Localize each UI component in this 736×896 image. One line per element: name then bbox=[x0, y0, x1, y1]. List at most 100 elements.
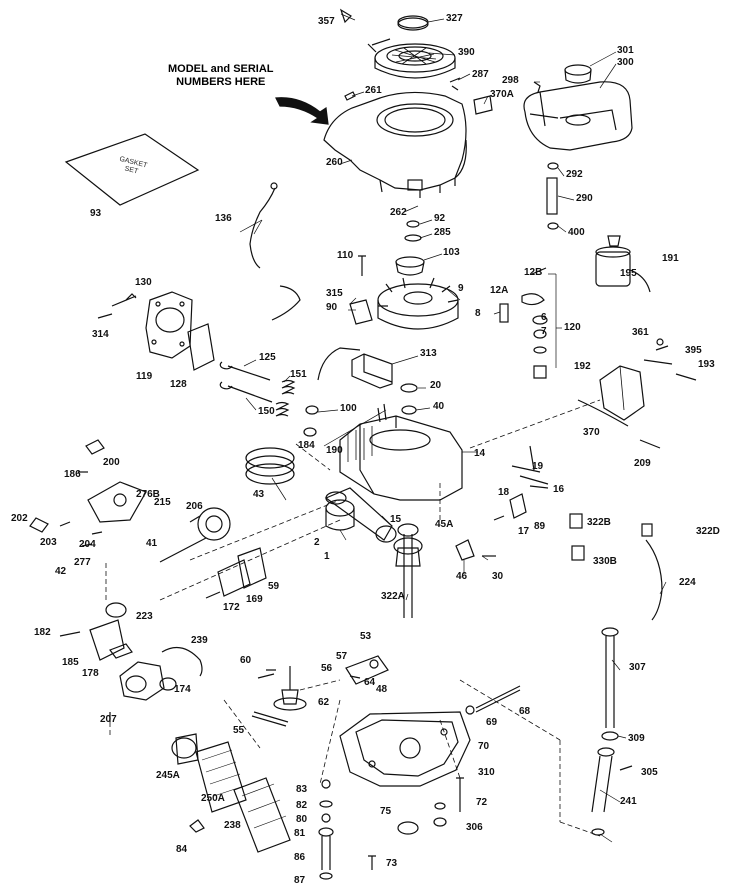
screws-202-203 bbox=[81, 531, 103, 547]
part-number-label: 169 bbox=[246, 594, 263, 605]
wire-315 bbox=[271, 285, 301, 321]
valve-128 bbox=[219, 361, 271, 381]
washer-92 bbox=[404, 234, 422, 242]
part-number-label: 285 bbox=[434, 227, 451, 238]
gear-82 bbox=[318, 827, 334, 837]
cylinder-block-1 bbox=[339, 415, 463, 501]
governor-spring-192 bbox=[577, 399, 629, 427]
part-number-label: 185 bbox=[62, 657, 79, 668]
part-number-label: 182 bbox=[34, 627, 51, 638]
spring-193 bbox=[639, 439, 661, 449]
screw-86 bbox=[368, 855, 376, 870]
part-number-label: 327 bbox=[446, 13, 463, 24]
rewind-starter-390 bbox=[367, 38, 456, 79]
part-number-label: 59 bbox=[268, 581, 280, 592]
part-number-label: 42 bbox=[55, 566, 67, 577]
part-number-label: 70 bbox=[478, 741, 490, 752]
screw-223 bbox=[59, 631, 81, 637]
part-number-label: 125 bbox=[259, 352, 276, 363]
part-number-label: 16 bbox=[553, 484, 565, 495]
part-number-label: 357 bbox=[318, 16, 335, 27]
screw-287 bbox=[449, 77, 461, 91]
gasket-206 bbox=[59, 521, 71, 527]
cap-327 bbox=[397, 15, 429, 31]
part-number-label: 310 bbox=[478, 767, 495, 778]
part-number-label: 206 bbox=[186, 501, 203, 512]
decal-357 bbox=[339, 8, 352, 24]
spring-6 bbox=[533, 329, 547, 339]
bolt-87 bbox=[456, 777, 464, 812]
bowl-239 bbox=[159, 677, 177, 691]
governor-rod-14 bbox=[511, 465, 549, 485]
part-number-label: 12A bbox=[490, 285, 509, 296]
part-number-label: 17 bbox=[518, 526, 530, 537]
terminal-322D bbox=[571, 545, 585, 561]
part-215 bbox=[29, 517, 49, 533]
washer-8 bbox=[532, 315, 548, 325]
part-number-label: 186 bbox=[64, 469, 81, 480]
part-number-label: 300 bbox=[617, 57, 634, 68]
part-number-label: 68 bbox=[519, 706, 531, 717]
screw-298 bbox=[533, 81, 541, 93]
part-number-label: 60 bbox=[240, 655, 252, 666]
model-serial-note: MODEL and SERIAL NUMBERS HERE bbox=[168, 63, 274, 88]
seal-313 bbox=[400, 383, 418, 393]
ignition-module-100 bbox=[351, 353, 393, 389]
screw-174 bbox=[205, 591, 221, 599]
part-number-label: 20 bbox=[430, 380, 442, 391]
dipstick-tube-305 bbox=[591, 747, 615, 813]
nut-194 bbox=[656, 338, 664, 346]
part-number-label: 110 bbox=[337, 250, 354, 261]
part-number-label: 195 bbox=[620, 268, 637, 279]
lever-190 bbox=[643, 345, 673, 365]
ground-wire-110 bbox=[249, 187, 276, 269]
ignition-lead bbox=[317, 347, 361, 381]
seal-20 bbox=[401, 405, 417, 415]
starter-cup-285 bbox=[395, 256, 425, 276]
part-number-label: 151 bbox=[290, 369, 307, 380]
part-number-label: 223 bbox=[136, 611, 153, 622]
screw-277 bbox=[159, 537, 207, 563]
part-number-label: 178 bbox=[82, 668, 99, 679]
part-number-label: 209 bbox=[634, 458, 651, 469]
retainer-151b bbox=[303, 427, 317, 437]
part-number-label: 313 bbox=[420, 348, 437, 359]
part-number-label: 43 bbox=[253, 489, 265, 500]
part-number-label: 9 bbox=[458, 283, 464, 294]
part-number-label: 370A bbox=[490, 89, 514, 100]
part-number-label: 103 bbox=[443, 247, 460, 258]
part-number-label: 395 bbox=[685, 345, 702, 356]
model-arrow bbox=[275, 97, 329, 125]
breather-40 bbox=[377, 403, 387, 423]
oil-seal-75 bbox=[397, 821, 419, 835]
filter-245A bbox=[195, 741, 247, 813]
part-number-label: 298 bbox=[502, 75, 519, 86]
part-number-label: 69 bbox=[486, 717, 498, 728]
label-370A bbox=[473, 95, 493, 115]
part-number-label: 314 bbox=[92, 329, 109, 340]
part-number-label: 30 bbox=[492, 571, 504, 582]
solenoid-395 bbox=[595, 235, 651, 293]
part-number-label: 19 bbox=[532, 461, 544, 472]
pto-shaft-55 bbox=[475, 685, 521, 713]
part-number-label: 200 bbox=[103, 457, 120, 468]
part-number-label: 224 bbox=[679, 577, 696, 588]
screw-309 bbox=[619, 765, 633, 771]
fuel-cap-301 bbox=[564, 64, 592, 84]
part-number-label: 250A bbox=[201, 793, 225, 804]
part-number-label: 307 bbox=[629, 662, 646, 673]
carburetor-390 bbox=[89, 619, 165, 701]
gear-57 bbox=[349, 675, 361, 679]
part-number-label: 184 bbox=[298, 440, 315, 451]
head-gasket-119 bbox=[187, 323, 215, 371]
screw-48 bbox=[257, 669, 276, 679]
part-number-label: 361 bbox=[632, 327, 649, 338]
gasket-172 bbox=[217, 559, 251, 597]
model-note-line2: NUMBERS HERE bbox=[176, 75, 266, 88]
part-number-label: 309 bbox=[628, 733, 645, 744]
washer-83 bbox=[319, 800, 333, 808]
part-number-label: 90 bbox=[326, 302, 338, 313]
part-number-label: 56 bbox=[321, 663, 333, 674]
screw-195 bbox=[675, 373, 697, 381]
part-number-label: 64 bbox=[364, 677, 376, 688]
